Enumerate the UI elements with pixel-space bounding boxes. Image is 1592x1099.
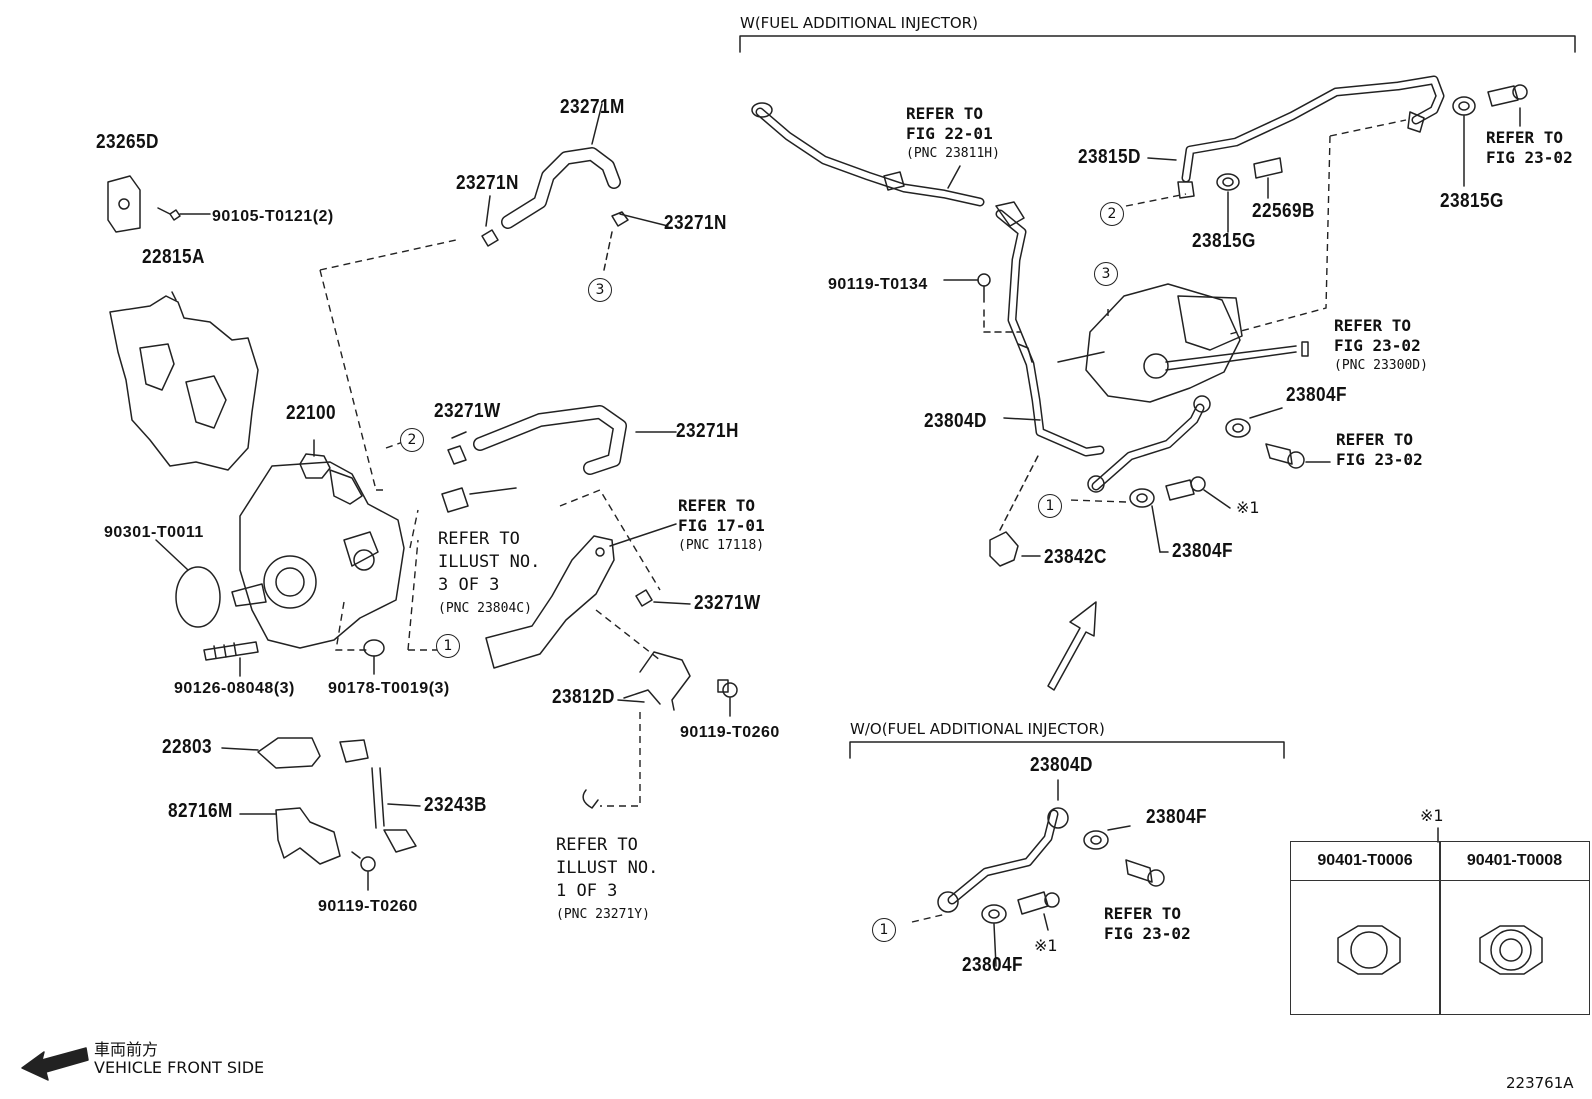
note-fig-23-02-a-line1: REFER TO bbox=[1486, 128, 1564, 147]
label-23265d: 23265D bbox=[96, 131, 159, 153]
label-23271n-b: 23271N bbox=[664, 212, 727, 234]
label-22569b: 22569B bbox=[1252, 200, 1315, 222]
marker-1-bottom: 1 bbox=[872, 918, 896, 942]
note-fig-23-02-b: REFER TO FIG 23-02 (PNC 23300D) bbox=[1334, 316, 1428, 376]
note-illust-3-line4: (PNC 23804C) bbox=[438, 601, 532, 616]
note-fig-23-02-a: REFER TO FIG 23-02 bbox=[1486, 128, 1573, 168]
marker-3-left: 3 bbox=[588, 278, 612, 302]
part-23842c-clamp bbox=[989, 531, 1019, 567]
label-23842c: 23842C bbox=[1044, 546, 1107, 568]
note-illust-1-line2: ILLUST NO. bbox=[556, 858, 659, 878]
part-90301-oring bbox=[175, 566, 221, 628]
vehicle-front-arrow bbox=[21, 1047, 89, 1081]
note-fig-23-02-b-line2: FIG 23-02 bbox=[1334, 336, 1421, 355]
note-fig-23-02-b-line3: (PNC 23300D) bbox=[1334, 358, 1428, 373]
header-without-injector: W/O(FUEL ADDITIONAL INJECTOR) bbox=[850, 720, 1105, 738]
label-90119-t0260-left: 90119-T0260 bbox=[318, 898, 418, 915]
note-fig-22-01-line3: (PNC 23811H) bbox=[906, 146, 1000, 161]
label-23812d: 23812D bbox=[552, 686, 615, 708]
label-23804f-b: 23804F bbox=[1172, 540, 1233, 562]
without-injector-bracket bbox=[849, 741, 1285, 759]
table-col2-header: 90401-T0008 bbox=[1440, 842, 1589, 881]
note-fig-22-01: REFER TO FIG 22-01 (PNC 23811H) bbox=[906, 104, 1000, 164]
note-fig-22-01-line2: FIG 22-01 bbox=[906, 124, 993, 143]
nut-reference-table: 90401-T0006 90401-T0008 bbox=[1290, 841, 1590, 1015]
part-23265d-plate bbox=[107, 175, 141, 233]
note-fig-23-02-d-line2: FIG 23-02 bbox=[1104, 924, 1191, 943]
marker-3-right: 3 bbox=[1094, 262, 1118, 286]
part-22100-pump bbox=[239, 461, 405, 649]
note-fig-23-02-c-line1: REFER TO bbox=[1336, 430, 1414, 449]
marker-2-right: 2 bbox=[1100, 202, 1124, 226]
label-23271w-b: 23271W bbox=[694, 592, 761, 614]
marker-asterisk1-bottom: ※1 bbox=[1034, 936, 1058, 955]
nut-90401-t0008 bbox=[1479, 925, 1543, 975]
label-23804f-d: 23804F bbox=[962, 954, 1023, 976]
label-23804d-w: 23804D bbox=[924, 410, 987, 432]
part-23815d-pipe bbox=[1181, 75, 1445, 183]
label-23804f-a: 23804F bbox=[1286, 384, 1347, 406]
illustration-id: 223761A bbox=[1506, 1074, 1574, 1092]
note-fig-23-02-d-line1: REFER TO bbox=[1104, 904, 1182, 923]
note-illust-3-line3: 3 OF 3 bbox=[438, 575, 500, 595]
label-23804f-c: 23804F bbox=[1146, 806, 1207, 828]
note-fig-17-01-line3: (PNC 17118) bbox=[678, 538, 765, 553]
label-23243b: 23243B bbox=[424, 794, 487, 816]
with-injector-bracket bbox=[739, 35, 1576, 53]
note-fig-23-02-b-line1: REFER TO bbox=[1334, 316, 1412, 335]
label-90126-08048: 90126-08048(3) bbox=[174, 680, 295, 697]
note-illust-1-line1: REFER TO bbox=[556, 835, 638, 855]
note-illust-1: REFER TO ILLUST NO. 1 OF 3 (PNC 23271Y) bbox=[556, 834, 658, 926]
label-82716m: 82716M bbox=[168, 800, 233, 822]
label-90119-t0134: 90119-T0134 bbox=[828, 276, 928, 293]
note-illust-3-line2: ILLUST NO. bbox=[438, 552, 541, 572]
label-90178-t0019: 90178-T0019(3) bbox=[328, 680, 450, 697]
part-23243b-sensor bbox=[339, 739, 369, 763]
label-23815d: 23815D bbox=[1078, 146, 1141, 168]
label-23271m: 23271M bbox=[560, 96, 625, 118]
table-reference-mark: ※1 bbox=[1420, 806, 1444, 825]
label-90301-t0011: 90301-T0011 bbox=[104, 524, 204, 541]
header-with-injector: W(FUEL ADDITIONAL INJECTOR) bbox=[740, 14, 978, 32]
marker-asterisk1-right: ※1 bbox=[1236, 498, 1260, 517]
label-23271w-a: 23271W bbox=[434, 400, 501, 422]
note-illust-3: REFER TO ILLUST NO. 3 OF 3 (PNC 23804C) bbox=[438, 528, 540, 620]
label-23815g-b: 23815G bbox=[1440, 190, 1504, 212]
label-23271h: 23271H bbox=[676, 420, 739, 442]
label-22803: 22803 bbox=[162, 736, 212, 758]
part-bracket-17118 bbox=[485, 535, 615, 669]
note-fig-23-02-d: REFER TO FIG 23-02 bbox=[1104, 904, 1191, 944]
front-arrow bbox=[1047, 601, 1097, 691]
note-illust-1-line4: (PNC 23271Y) bbox=[556, 907, 650, 922]
footer-en: VEHICLE FRONT SIDE bbox=[94, 1058, 265, 1077]
marker-2-left: 2 bbox=[400, 428, 424, 452]
marker-1-right: 1 bbox=[1038, 494, 1062, 518]
note-illust-3-line1: REFER TO bbox=[438, 529, 520, 549]
table-divider bbox=[1439, 842, 1441, 1014]
note-fig-23-02-a-line2: FIG 23-02 bbox=[1486, 148, 1573, 167]
note-fig-23-02-c: REFER TO FIG 23-02 bbox=[1336, 430, 1423, 470]
part-injector-unit bbox=[1085, 283, 1241, 403]
label-90105-t0121: 90105-T0121(2) bbox=[212, 208, 334, 225]
label-23271n-a: 23271N bbox=[456, 172, 519, 194]
note-fig-23-02-c-line2: FIG 23-02 bbox=[1336, 450, 1423, 469]
label-22100: 22100 bbox=[286, 402, 336, 424]
note-illust-1-line3: 1 OF 3 bbox=[556, 881, 618, 901]
note-fig-17-01: REFER TO FIG 17-01 (PNC 17118) bbox=[678, 496, 765, 556]
note-fig-17-01-line1: REFER TO bbox=[678, 496, 756, 515]
label-90119-t0260-mid: 90119-T0260 bbox=[680, 724, 780, 741]
part-22815a-cover bbox=[109, 295, 259, 471]
marker-1-left: 1 bbox=[436, 634, 460, 658]
nut-90401-t0006 bbox=[1337, 925, 1401, 975]
label-22815a: 22815A bbox=[142, 246, 205, 268]
table-col1-header: 90401-T0006 bbox=[1291, 842, 1439, 881]
label-23815g-a: 23815G bbox=[1192, 230, 1256, 252]
footer-jp: 車両前方 bbox=[94, 1040, 159, 1059]
part-22803 bbox=[257, 737, 321, 769]
note-fig-22-01-line1: REFER TO bbox=[906, 104, 984, 123]
label-23804d-wo: 23804D bbox=[1030, 754, 1093, 776]
note-fig-17-01-line2: FIG 17-01 bbox=[678, 516, 765, 535]
part-82716m-bracket bbox=[275, 807, 341, 865]
